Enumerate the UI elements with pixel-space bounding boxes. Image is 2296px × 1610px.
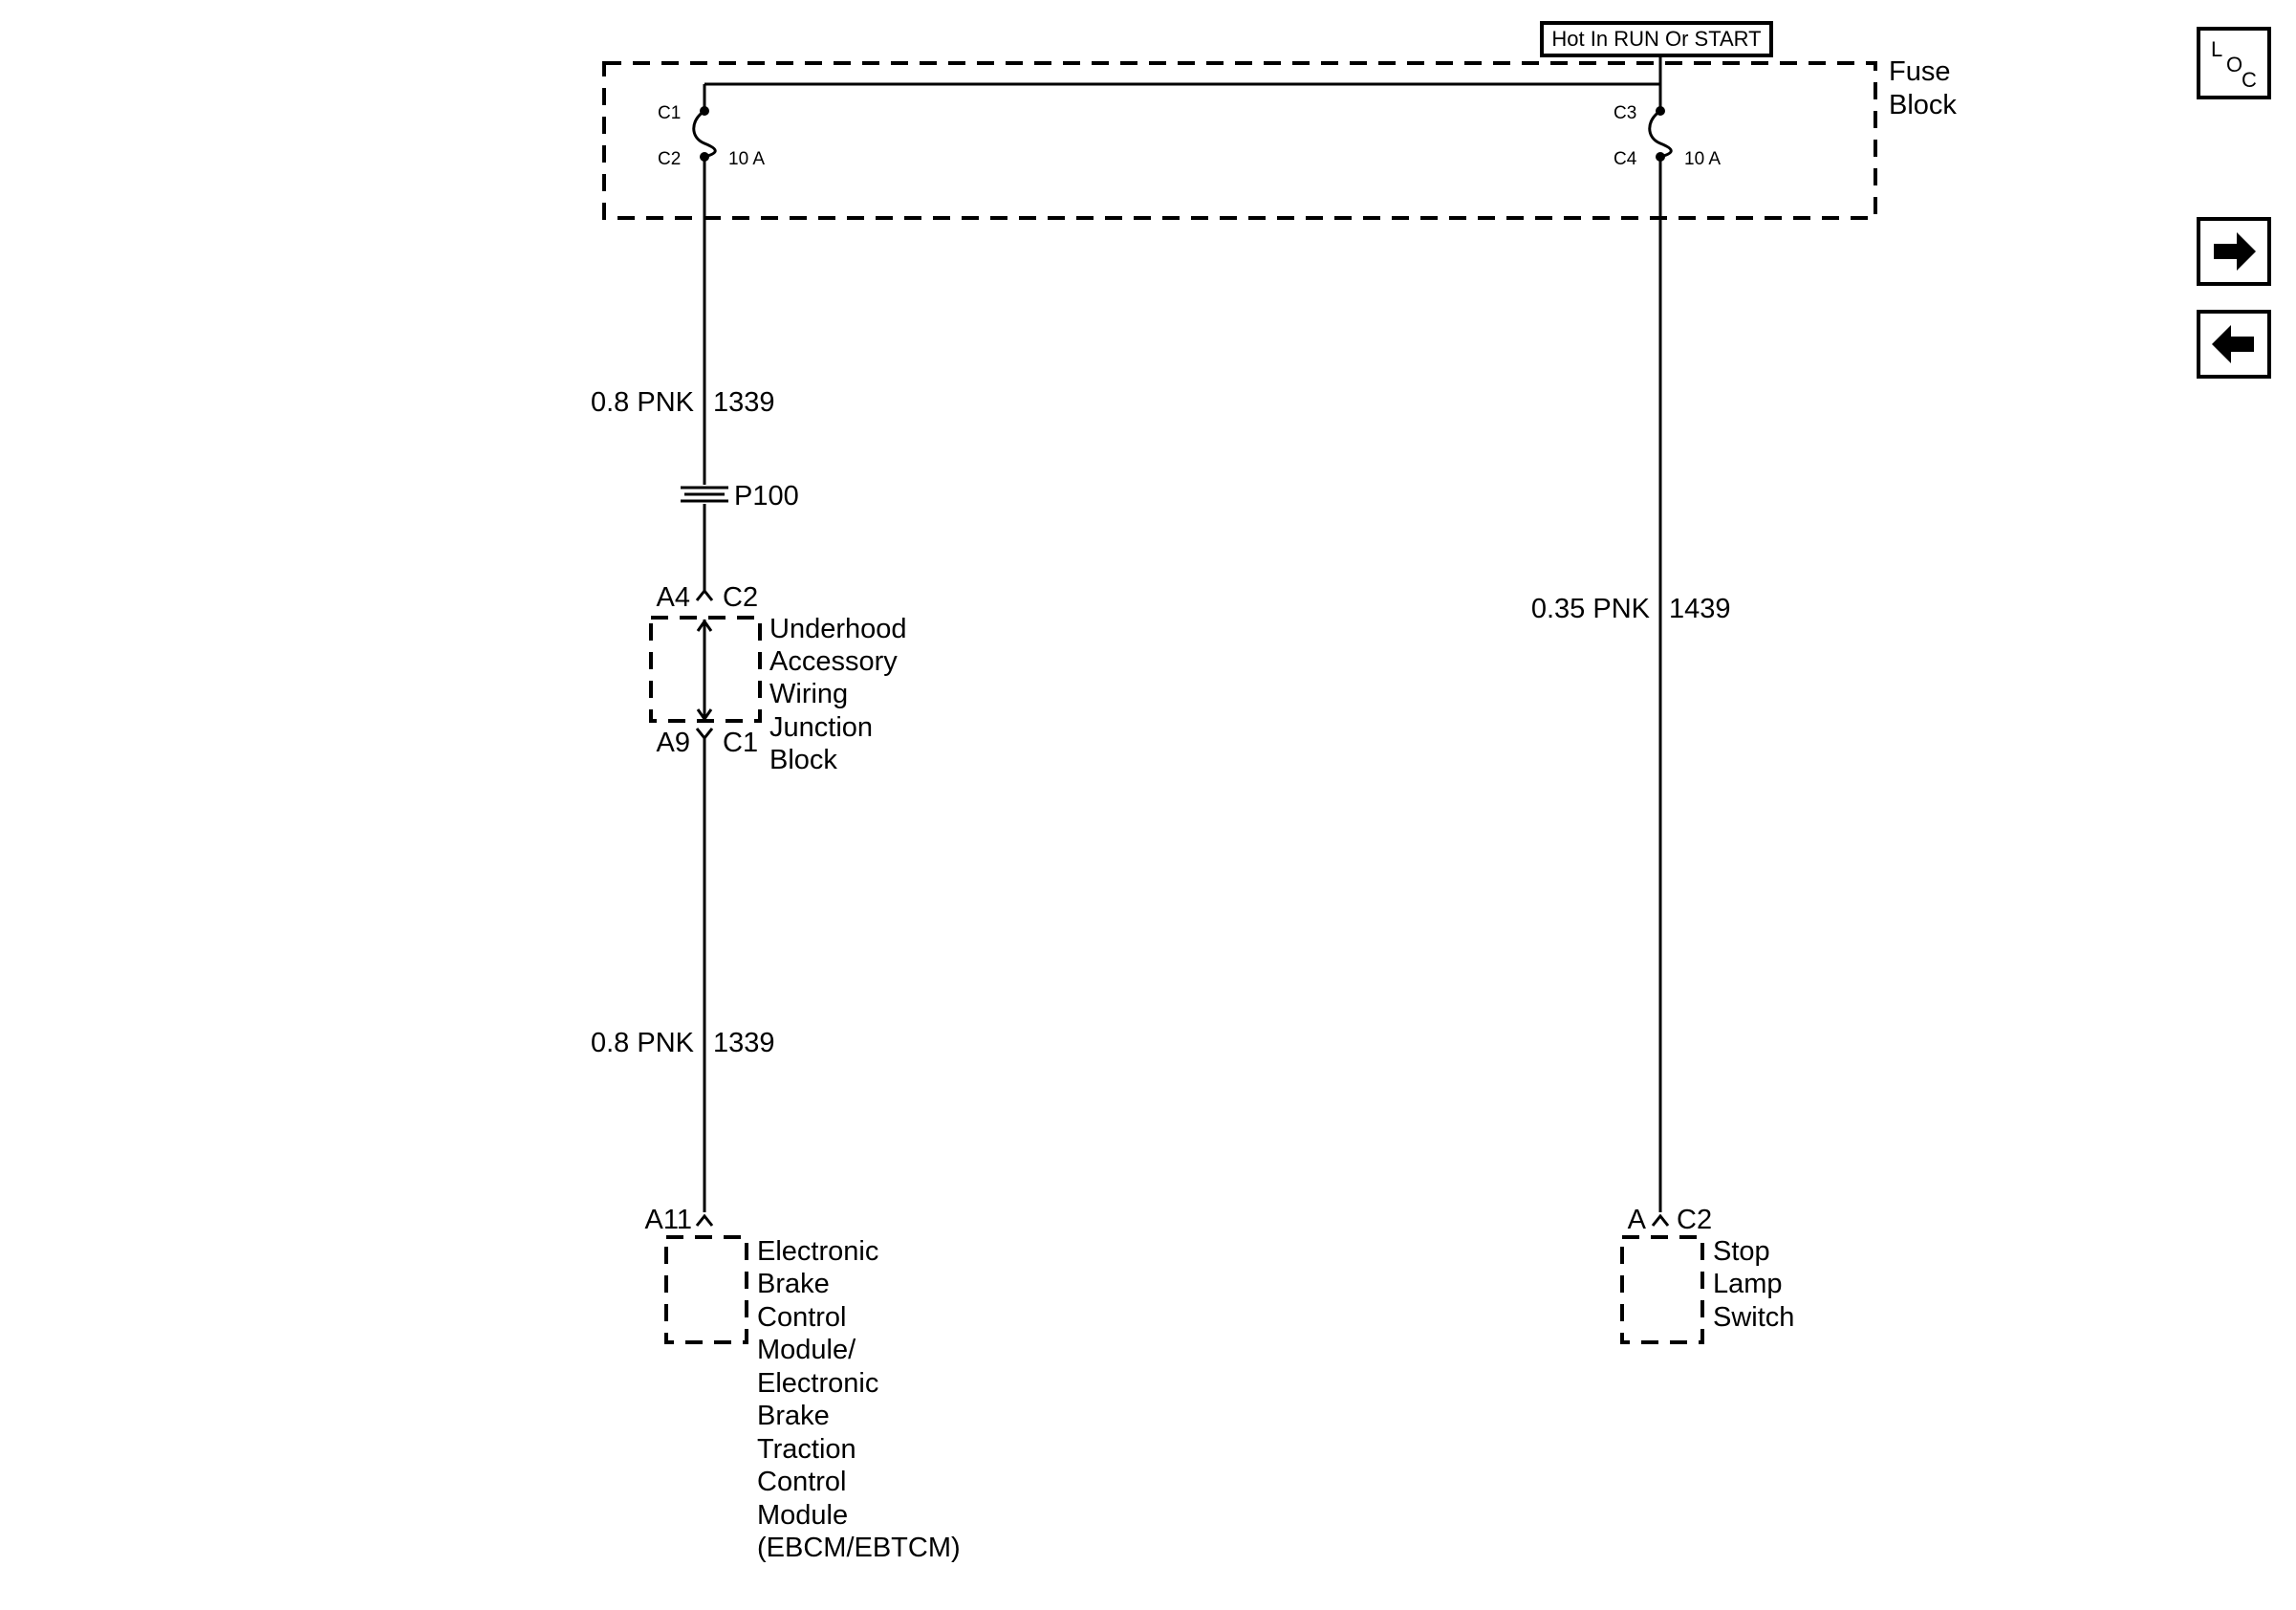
junction-block-name: Underhood xyxy=(769,614,907,644)
left-fuse xyxy=(692,106,717,162)
next-page-button[interactable] xyxy=(2197,217,2271,286)
module-name: Brake xyxy=(757,1269,830,1299)
wire-circuit-number: 1339 xyxy=(713,387,775,418)
left-arrow-icon xyxy=(2212,325,2254,363)
junction-pin-label: C1 xyxy=(723,728,758,758)
junction-arrow-up xyxy=(696,619,713,632)
junction-pin-label: A9 xyxy=(657,728,690,758)
module-name: Control xyxy=(757,1302,847,1333)
previous-page-button[interactable] xyxy=(2197,310,2271,379)
module-name: Electronic xyxy=(757,1236,878,1267)
fuse-block-label: Block xyxy=(1889,90,1957,120)
power-source-label: Hot In RUN Or START xyxy=(1540,21,1773,57)
svg-text:Hot In RUN Or START: Hot In RUN Or START xyxy=(1551,27,1761,51)
wire-gauge-color: 0.8 PNK xyxy=(591,1028,695,1058)
fuse-pin-label: C4 xyxy=(1614,149,1637,169)
wire-gauge-color: 0.35 PNK xyxy=(1531,594,1651,624)
connector-chevron xyxy=(695,1213,714,1227)
module-name: (EBCM/EBTCM) xyxy=(757,1533,961,1563)
location-button[interactable]: L O C xyxy=(2197,27,2271,99)
module-name: Control xyxy=(757,1467,847,1497)
fuse-pin-label: C1 xyxy=(658,103,681,123)
loc-icon-l: L xyxy=(2211,37,2222,61)
junction-block-name: Junction xyxy=(769,712,873,743)
inline-connector-p100 xyxy=(681,486,728,503)
fuse-block-label: Fuse xyxy=(1889,56,1950,87)
fuse-rating: 10 A xyxy=(1684,149,1721,169)
junction-block-name: Accessory xyxy=(769,646,898,677)
module-name: Traction xyxy=(757,1434,856,1465)
switch-pin-label: C2 xyxy=(1677,1205,1712,1235)
right-arrow-icon xyxy=(2214,232,2256,271)
module-name: Module xyxy=(757,1500,848,1531)
connector-chevron xyxy=(695,728,714,741)
wire-circuit-number: 1339 xyxy=(713,1028,775,1058)
junction-pin-label: C2 xyxy=(723,582,758,613)
ebcm-outline xyxy=(664,1235,748,1344)
fuse-pin-label: C2 xyxy=(658,149,681,169)
fuse-pin-label: C3 xyxy=(1614,103,1636,123)
switch-name: Stop xyxy=(1713,1236,1770,1267)
right-fuse xyxy=(1648,106,1673,162)
switch-name: Switch xyxy=(1713,1302,1794,1333)
module-name: Electronic xyxy=(757,1368,878,1399)
connector-label: P100 xyxy=(734,481,799,511)
wire-circuit-number: 1439 xyxy=(1669,594,1731,624)
loc-icon-c: C xyxy=(2242,68,2257,92)
module-name: Brake xyxy=(757,1401,830,1431)
wire-gauge-color: 0.8 PNK xyxy=(591,387,695,418)
connector-chevron xyxy=(1651,1213,1670,1227)
module-name: Module/ xyxy=(757,1335,856,1365)
module-pin-label: A11 xyxy=(645,1205,692,1235)
junction-block-name: Block xyxy=(769,745,837,775)
connector-chevron xyxy=(695,588,714,601)
junction-arrow-down xyxy=(696,708,713,722)
switch-pin-label: A xyxy=(1628,1205,1647,1235)
junction-pin-label: A4 xyxy=(657,582,690,613)
loc-icon-o: O xyxy=(2226,53,2242,76)
fuse-rating: 10 A xyxy=(728,149,765,169)
junction-block-outline xyxy=(649,616,762,723)
stop-lamp-switch-outline xyxy=(1620,1235,1704,1344)
fuse-block-outline xyxy=(602,61,1877,220)
junction-block-name: Wiring xyxy=(769,679,848,709)
switch-name: Lamp xyxy=(1713,1269,1783,1299)
